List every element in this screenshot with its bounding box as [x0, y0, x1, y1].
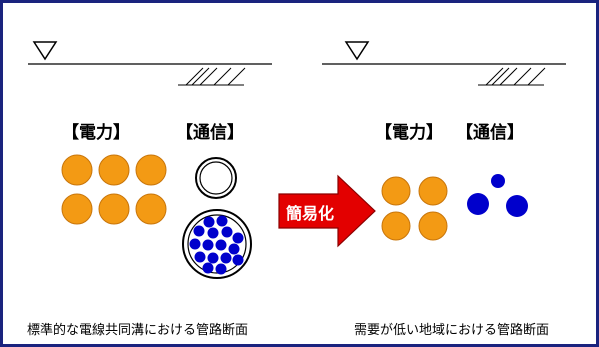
power-pipe	[61, 193, 93, 225]
comm-pipe	[467, 193, 489, 215]
power-pipe	[381, 176, 411, 206]
water-level-icon	[32, 41, 58, 61]
left-power-label: 【電力】	[62, 123, 130, 143]
spare-pipe	[195, 157, 237, 199]
hatch-icon	[478, 67, 546, 86]
power-pipe	[61, 154, 93, 186]
right-ground	[322, 41, 566, 86]
power-pipe	[418, 176, 448, 206]
comm-pipe	[506, 195, 528, 217]
comm-bundle	[189, 215, 244, 275]
power-pipe	[135, 193, 167, 225]
right-power-label: 【電力】	[375, 123, 443, 143]
left-caption: 標準的な電線共同溝における管路断面	[27, 323, 249, 338]
left-ground	[28, 41, 272, 86]
arrow-label: 簡易化	[286, 204, 335, 223]
right-comm-pipes	[467, 174, 528, 217]
left-comm-label: 【通信】	[176, 123, 244, 143]
water-level-icon	[344, 41, 370, 61]
right-power-pipes	[381, 176, 448, 241]
hatch-icon	[178, 67, 246, 86]
power-pipe	[98, 193, 130, 225]
power-pipe	[135, 154, 167, 186]
comm-pipe	[491, 174, 505, 188]
power-pipe	[381, 211, 411, 241]
right-caption: 需要が低い地域における管路断面	[354, 323, 550, 338]
left-comm-pipes	[182, 157, 252, 279]
power-pipe	[98, 154, 130, 186]
right-comm-label: 【通信】	[456, 123, 524, 143]
power-pipe	[418, 211, 448, 241]
simplify-arrow	[278, 174, 376, 248]
left-power-pipes	[61, 154, 167, 225]
